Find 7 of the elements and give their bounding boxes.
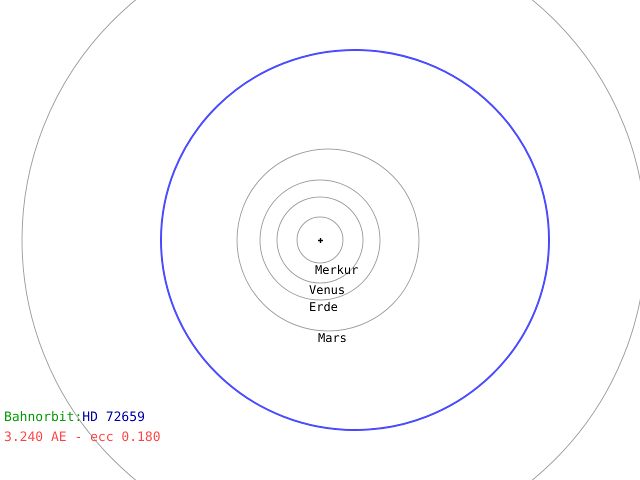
orbit-caption: Bahnorbit:: [4, 411, 82, 424]
planet-label: Venus: [309, 284, 346, 296]
star-name: HD 72659: [82, 411, 145, 424]
orbit-parameters: 3.240 AE - ecc 0.180: [4, 431, 161, 444]
planet-label: Erde: [309, 301, 338, 313]
planet-label: Mars: [318, 332, 347, 344]
planet-label: Merkur: [315, 264, 358, 276]
